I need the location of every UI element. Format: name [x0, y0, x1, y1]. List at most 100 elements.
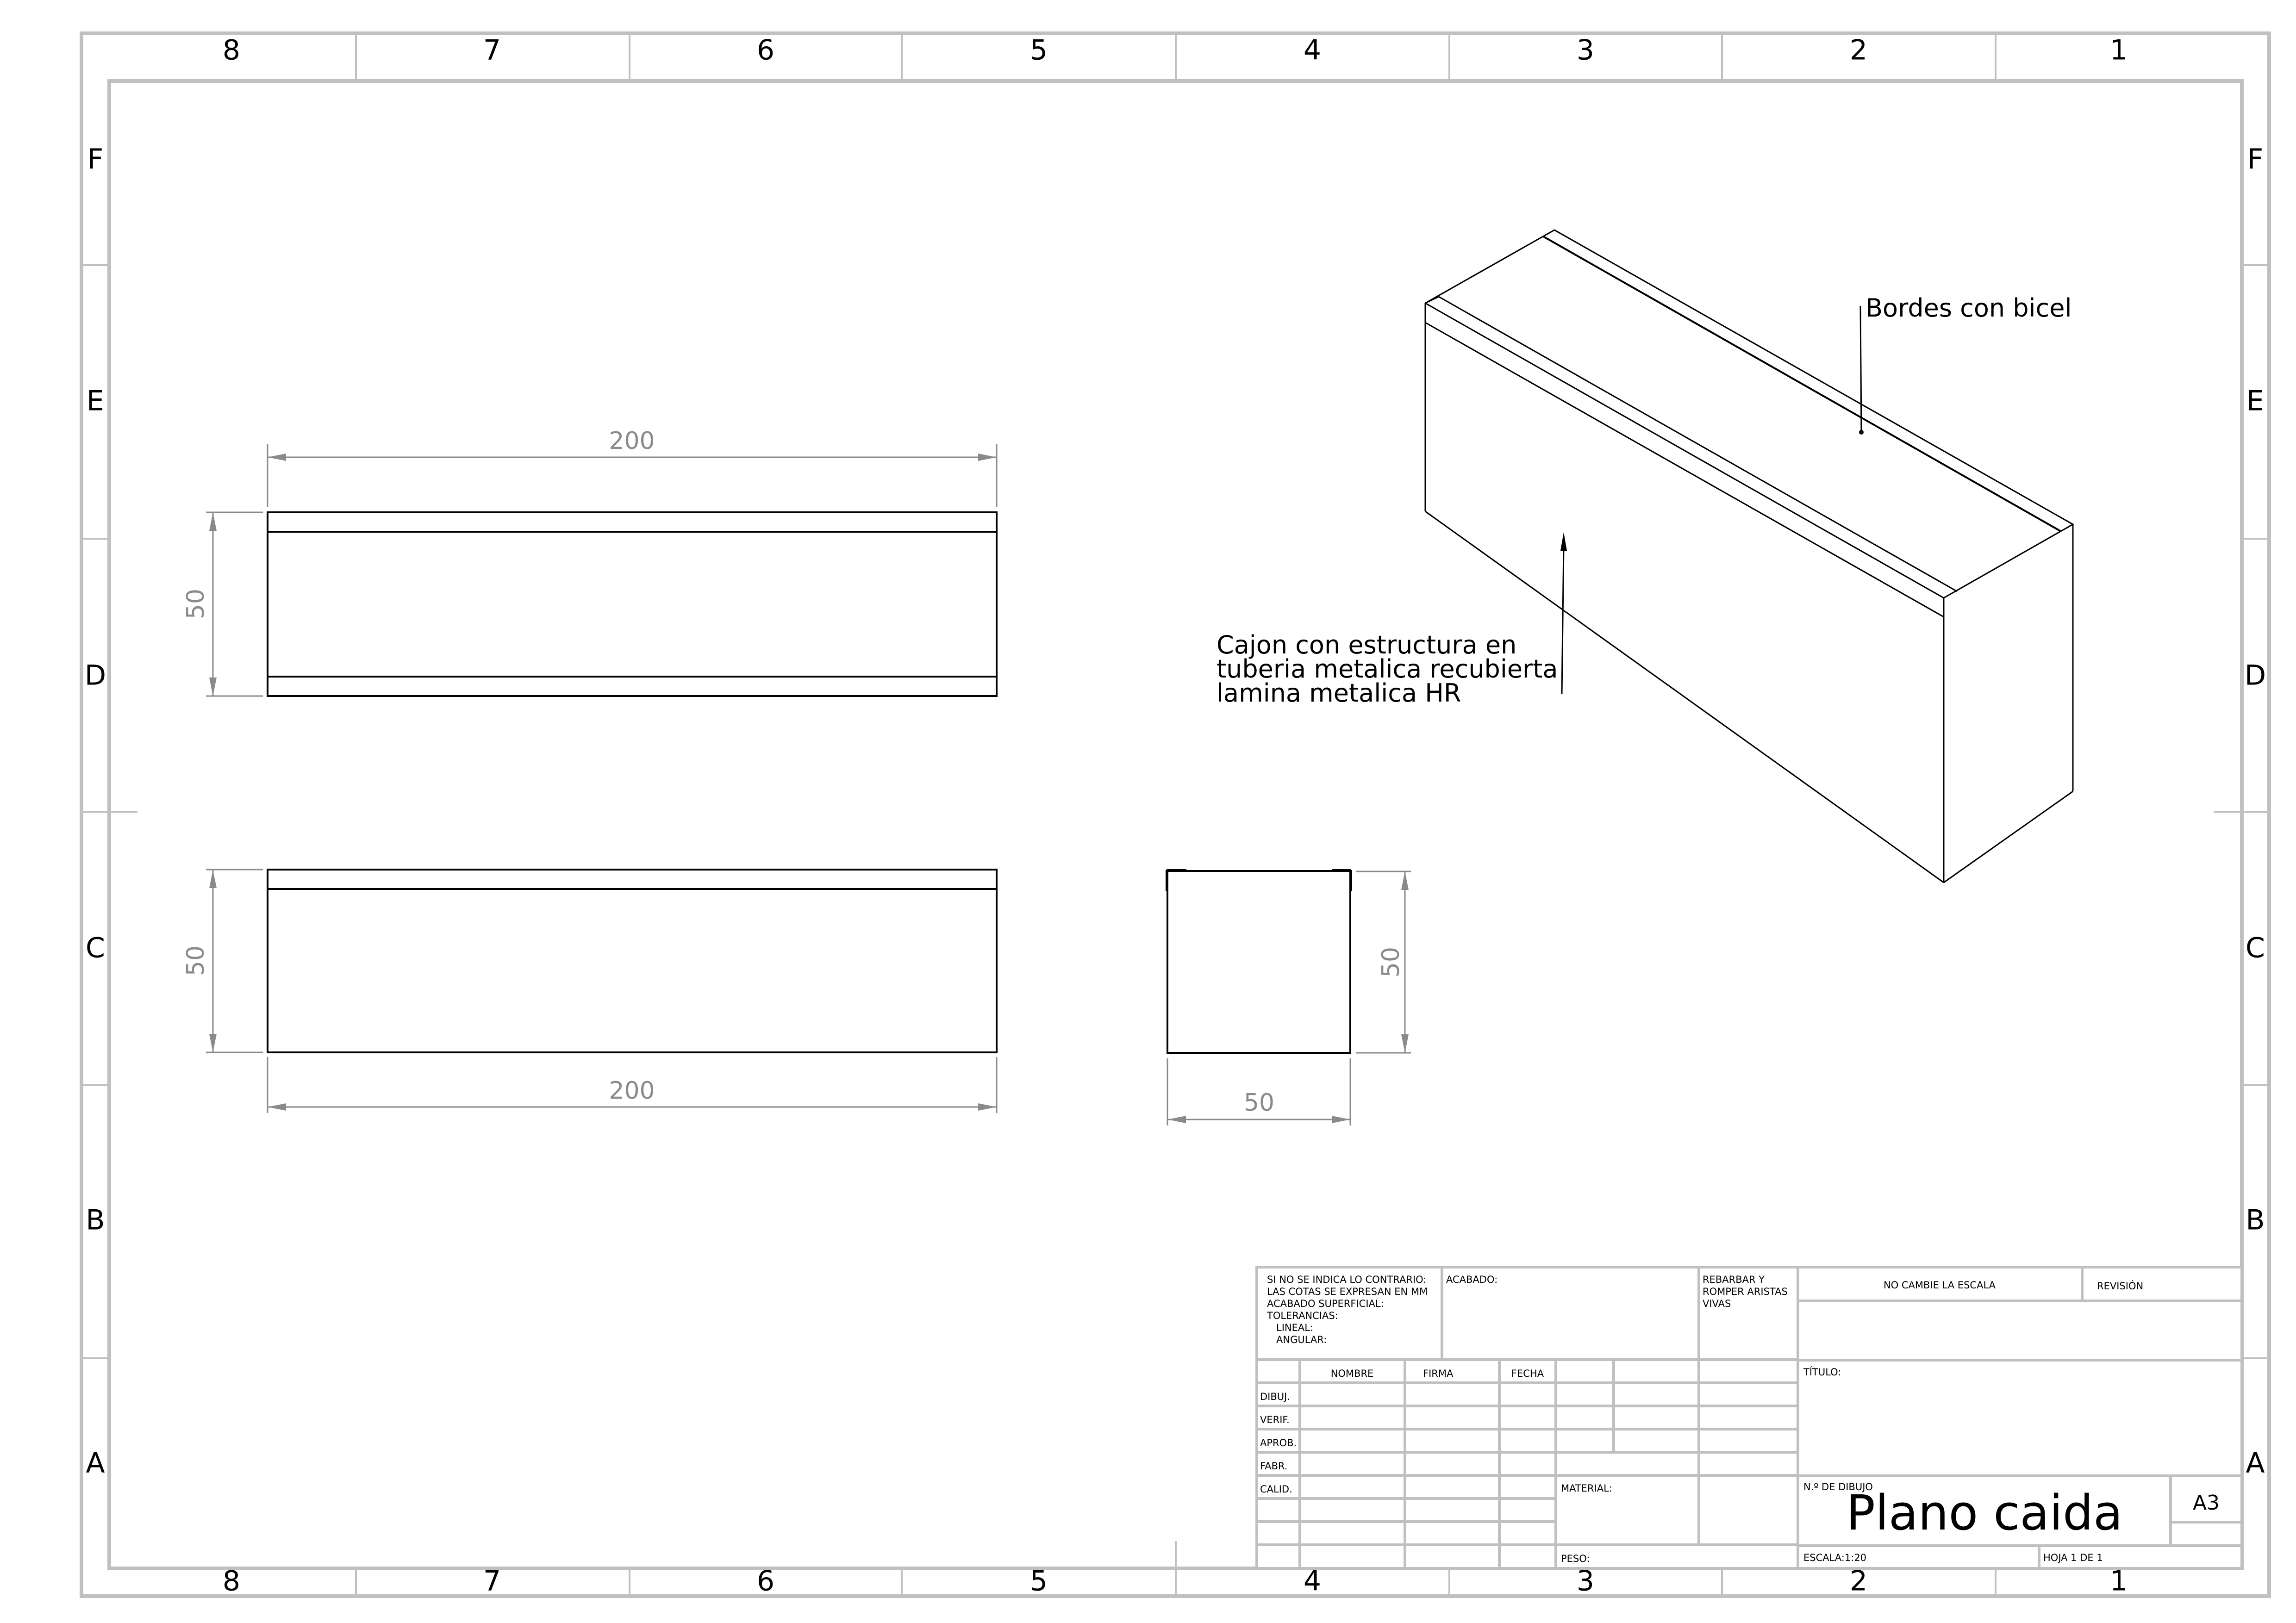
general-notes-line6: ANGULAR:	[1276, 1334, 1327, 1345]
general-notes-line4: TOLERANCIAS:	[1267, 1310, 1338, 1321]
zone-label: 1	[2110, 34, 2128, 67]
column-zone-labels-bottom: 8 7 6 5 4 3 2 1	[223, 1565, 2128, 1598]
column-zone-labels-top: 8 7 6 5 4 3 2 1	[223, 34, 2128, 67]
zone-label: 1	[2110, 1565, 2128, 1598]
zone-label: 4	[1304, 1565, 1321, 1598]
iso-bevel-line	[1543, 236, 2061, 532]
sheet-number: HOJA 1 DE 1	[2043, 1552, 2103, 1563]
top-view-length-dimension: 200	[267, 427, 998, 507]
side-view-height-dimension: 50	[1356, 871, 1411, 1054]
top-view: 200 50	[182, 427, 998, 697]
material-label: MATERIAL:	[1561, 1483, 1612, 1494]
zone-label: 2	[1850, 34, 1867, 67]
zone-label: 6	[757, 1565, 774, 1598]
zone-label: B	[86, 1204, 105, 1237]
paper-size: A3	[2193, 1491, 2220, 1515]
drawing-number-label: N.º DE DIBUJO	[1803, 1481, 1873, 1492]
general-notes-line1: SI NO SE INDICA LO CONTRARIO:	[1267, 1274, 1426, 1285]
top-view-height-dimension: 50	[182, 511, 263, 697]
iso-edge	[1425, 510, 1944, 883]
zone-label: D	[2245, 659, 2266, 692]
column-header-signature: FIRMA	[1423, 1368, 1454, 1379]
leader-line	[1561, 545, 1565, 695]
dimension-value: 50	[182, 589, 210, 619]
iso-edge	[1943, 790, 2073, 883]
zone-label: A	[2246, 1447, 2265, 1480]
zone-label: 6	[757, 34, 774, 67]
row-label-approved: APROB.	[1260, 1437, 1297, 1449]
iso-edge	[1425, 296, 1439, 304]
zone-label: F	[87, 143, 104, 176]
dimension-value: 200	[609, 427, 655, 455]
do-not-scale-note: NO CAMBIE LA ESCALA	[1884, 1280, 1996, 1291]
zone-label: C	[86, 932, 105, 964]
zone-label: B	[2246, 1204, 2265, 1237]
zone-label: 3	[1577, 1565, 1594, 1598]
zone-label: 2	[1850, 1565, 1867, 1598]
deburr-line2: ROMPER ARISTAS	[1703, 1286, 1788, 1297]
zone-label: A	[86, 1447, 105, 1480]
isometric-view: Bordes con bicel Cajon con estructura en…	[1217, 229, 2075, 883]
front-view-length-dimension: 200	[267, 1057, 998, 1113]
general-notes-line3: ACABADO SUPERFICIAL:	[1267, 1298, 1384, 1309]
iso-edge	[1425, 302, 1944, 599]
zone-label: E	[2246, 385, 2264, 417]
iso-top-face	[1425, 229, 2075, 599]
iso-bevel-line	[1425, 322, 1944, 618]
zone-label: C	[2246, 932, 2265, 964]
leader-line	[1859, 305, 1862, 433]
zone-label: 8	[223, 1565, 240, 1598]
general-notes-line2: LAS COTAS SE EXPRESAN EN MM	[1267, 1286, 1428, 1297]
front-view: 50 200	[182, 869, 998, 1113]
leader-arrow	[1560, 532, 1567, 551]
dimension-value: 50	[182, 945, 210, 976]
dimension-value: 50	[1377, 947, 1405, 977]
row-label-manufacturing: FABR.	[1260, 1461, 1287, 1472]
structure-note-line2: tuberia metalica recubierta	[1217, 654, 1558, 684]
zone-label: F	[2247, 143, 2264, 176]
zone-label: 5	[1030, 34, 1048, 67]
iso-bevel-line	[1438, 296, 1958, 592]
row-zone-labels-right: F E D C B A	[2245, 143, 2266, 1480]
dimension-value: 50	[1244, 1089, 1274, 1117]
row-label-quality: CALID.	[1260, 1484, 1292, 1495]
zone-label: E	[87, 385, 104, 417]
top-view-outline	[267, 511, 998, 697]
column-header-date: FECHA	[1511, 1368, 1544, 1379]
side-view: 50 50	[1166, 869, 1411, 1126]
structure-note-line1: Cajon con estructura en	[1217, 630, 1516, 659]
zone-label: 3	[1577, 34, 1594, 67]
finish-label: ACABADO:	[1446, 1274, 1497, 1285]
row-zone-labels-left: F E D C B A	[85, 143, 106, 1480]
zone-label: 4	[1304, 34, 1321, 67]
front-view-height-dimension: 50	[182, 869, 263, 1053]
centering-marks	[81, 33, 2269, 1596]
general-notes-line5: LINEAL:	[1276, 1322, 1313, 1333]
deburr-line3: VIVAS	[1703, 1298, 1731, 1309]
title-label: TÍTULO:	[1803, 1366, 1841, 1378]
row-label-drawn: DIBUJ.	[1260, 1391, 1290, 1402]
column-header-name: NOMBRE	[1331, 1368, 1374, 1379]
zone-label: D	[85, 659, 106, 692]
title-block-outline	[1255, 1266, 2243, 1570]
zone-label: 8	[223, 34, 240, 67]
scale-value: ESCALA:1:20	[1803, 1552, 1866, 1563]
bevel-callout: Bordes con bicel	[1859, 293, 2071, 435]
zone-label: 5	[1030, 1565, 1048, 1598]
revision-label: REVISIÓN	[2097, 1280, 2143, 1292]
leader-dot	[1859, 430, 1864, 435]
front-view-outline	[267, 869, 998, 1053]
title-block: SI NO SE INDICA LO CONTRARIO: LAS COTAS …	[1255, 1266, 2243, 1570]
zone-label: 7	[483, 1565, 501, 1598]
row-zone-dividers	[81, 264, 2269, 1359]
sheet-border: 8 7 6 5 4 3 2 1 8 7 6 5 4 3 2 1 F E D C …	[80, 31, 2271, 1598]
deburr-line1: REBARBAR Y	[1703, 1274, 1765, 1285]
side-view-outline	[1167, 870, 1351, 1054]
structure-note-line3: lamina metalica HR	[1217, 678, 1461, 708]
structure-callout: Cajon con estructura en tuberia metalica…	[1217, 532, 1567, 708]
drawing-name: Plano caida	[1846, 1485, 2123, 1541]
side-view-width-dimension: 50	[1167, 1058, 1351, 1126]
zone-label: 7	[483, 34, 501, 67]
dimension-value: 200	[609, 1077, 655, 1105]
